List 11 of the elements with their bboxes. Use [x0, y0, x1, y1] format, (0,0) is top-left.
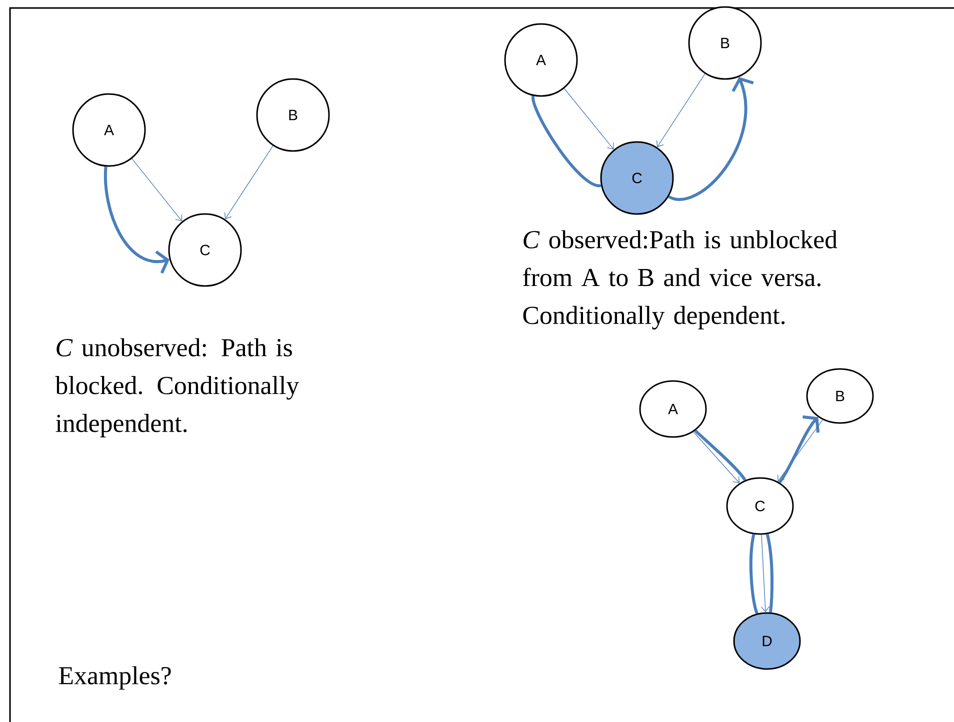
caption-text: C unobserved: Path is blocked. Conditionally independent.: [55, 338, 300, 438]
arrow: [760, 534, 770, 612]
path-arrow: [668, 76, 754, 201]
arrow: [564, 88, 614, 150]
path-arrow: [104, 166, 170, 274]
arrow: [224, 145, 274, 220]
caption-text: Examples?: [58, 666, 171, 690]
arrow: [656, 73, 706, 148]
arrow: [693, 431, 740, 484]
caption-text: C observed:Path is unblocked from A to B and vice versa. Conditionally dependent.: [523, 230, 838, 330]
arrow: [132, 158, 182, 222]
